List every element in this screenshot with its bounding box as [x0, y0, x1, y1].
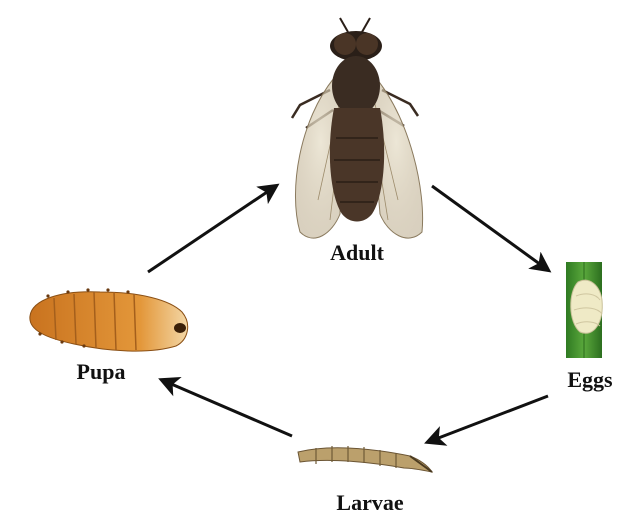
arrow-eggs-to-larvae — [428, 396, 548, 442]
arrow-adult-to-eggs — [432, 186, 548, 270]
arrow-pupa-to-adult — [148, 186, 276, 272]
label-pupa: Pupa — [77, 359, 126, 384]
label-larvae: Larvae — [336, 490, 403, 515]
horse-fly-icon — [292, 18, 423, 238]
egg-mass-on-leaf-icon — [566, 262, 602, 358]
arrow-larvae-to-pupa — [162, 380, 292, 436]
label-eggs: Eggs — [567, 367, 613, 392]
label-adult: Adult — [330, 240, 384, 265]
larva-icon — [298, 446, 432, 472]
pupa-icon — [30, 288, 188, 351]
